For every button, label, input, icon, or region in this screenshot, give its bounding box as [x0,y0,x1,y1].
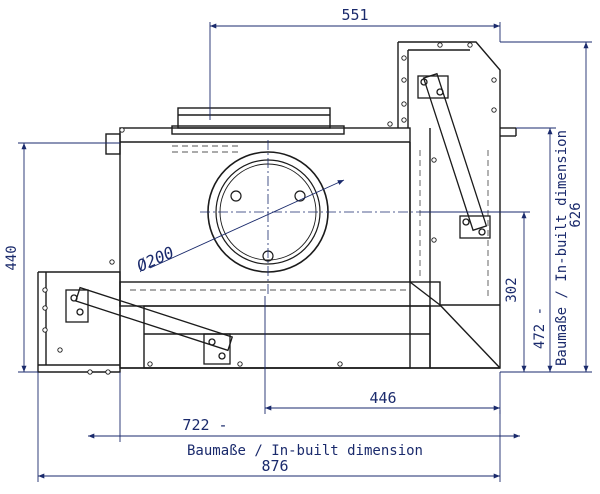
dim-551-text: 551 [341,6,368,24]
bolt-hole [294,190,306,202]
right-side-box [398,41,501,369]
hidden-lines [130,145,489,300]
dim-626-text: 626 [568,202,584,227]
right-bracket [417,72,491,239]
screws [42,42,497,375]
dim-876-text: 876 [261,457,288,475]
dim-472-text: 472 - [532,307,548,349]
inbuilt-vertical-label: Baumaße / In-built dimension [554,130,570,366]
dim-446-text: 446 [369,389,396,407]
dim-302-text: 302 [504,277,520,302]
fireplace-outline [37,41,517,373]
dim-722-text: 722 - [182,416,227,434]
bolt-hole [230,190,242,202]
dimension-lines [18,22,592,482]
centerlines [200,140,420,296]
dim-440-text: 440 [4,245,20,270]
dim-diameter-text: Ø200 [134,243,177,276]
dim-diameter-leader [149,179,345,269]
left-bracket [65,286,234,365]
top-vent-box [177,107,331,129]
inbuilt-horizontal-label: Baumaße / In-built dimension [187,443,423,459]
